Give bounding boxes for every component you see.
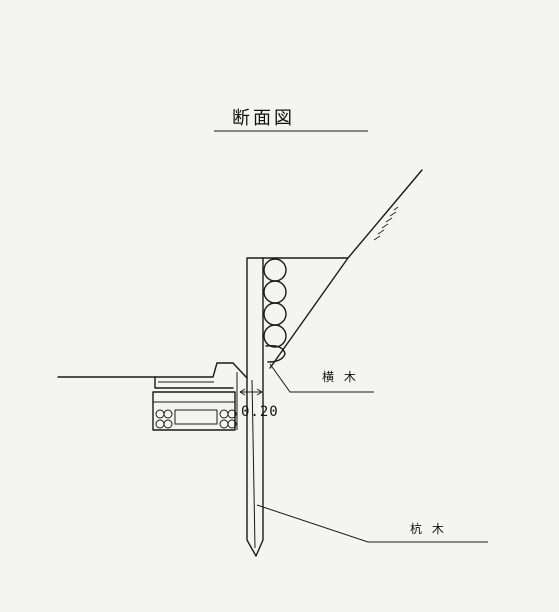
leader-pile [256,504,488,543]
pile-label: 杭 木 [410,521,447,536]
curb-base [154,376,234,389]
dimension-arrow-right [256,388,263,396]
foundation-logs [155,409,237,429]
dimension-label: 0.20 [241,404,279,420]
cross-beam-label: 横 木 [322,370,359,384]
cross-beams [263,258,287,363]
dimension-arrow-left [239,388,246,396]
pile [246,257,264,557]
slope-line [269,169,423,369]
leader-cross-beam [269,363,374,393]
pile-centerline [251,379,256,549]
drawing-title: 断面図 [232,108,295,129]
foundation-inner [174,409,218,425]
slope-hatching [373,206,399,241]
curb-top [154,362,248,379]
